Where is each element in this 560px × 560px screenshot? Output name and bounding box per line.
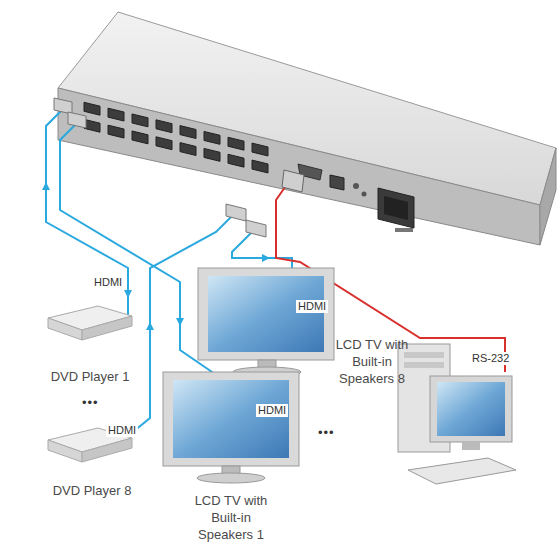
ellipsis-mark: ••• (316, 426, 337, 439)
hdmi-cable (232, 232, 292, 272)
device-label: DVD Player 1 (35, 368, 145, 385)
button (353, 183, 359, 189)
signal-label: HDMI (256, 404, 288, 417)
computer (398, 344, 516, 484)
hdmi-port (132, 114, 148, 127)
device-name: DVD Player 1 (35, 368, 145, 385)
db9-plug (282, 170, 304, 192)
ethernet-port (330, 175, 344, 190)
switcher-rear-panel (58, 88, 540, 245)
power-socket (384, 196, 408, 220)
device-name: LCD TV with Built-in Speakers 1 (189, 492, 273, 543)
fuse (395, 228, 413, 232)
hdmi-port (252, 160, 268, 173)
hdmi-port (84, 102, 100, 115)
signal-label: HDMI (296, 300, 328, 313)
power-inlet (378, 188, 414, 228)
device-label: LCD TV with Built-in Speakers 8 (330, 336, 414, 387)
device-name: DVD Player 8 (37, 482, 147, 499)
device-name: LCD TV with Built-in Speakers 8 (330, 336, 414, 387)
lcd-tv (163, 372, 299, 483)
button (362, 192, 367, 197)
signal-label: HDMI (106, 424, 138, 437)
hdmi-cable (46, 110, 128, 318)
switcher-side (540, 148, 556, 245)
device-label: DVD Player 8 (37, 482, 147, 499)
hdmi-port (180, 126, 196, 139)
signal-label: RS-232 (470, 352, 511, 365)
hdmi-port (204, 131, 220, 144)
signal-label: HDMI (92, 276, 124, 289)
hdmi-port (228, 154, 244, 167)
lcd-tv (198, 268, 334, 377)
hdmi-port (132, 131, 148, 144)
hdmi-port (156, 137, 172, 150)
hdmi-port (156, 120, 172, 133)
device-label: LCD TV with Built-in Speakers 1 (189, 492, 273, 543)
hdmi-port (108, 125, 124, 138)
hdmi-port (228, 137, 244, 150)
ellipsis-mark: ••• (80, 396, 101, 409)
hdmi-port (252, 143, 268, 156)
hdmi-port (204, 148, 220, 161)
hdmi-plugs (54, 98, 266, 237)
hdmi-port (108, 108, 124, 121)
hdmi-port (180, 143, 196, 156)
hdmi-ports (84, 102, 268, 173)
dvd-player (48, 306, 132, 340)
